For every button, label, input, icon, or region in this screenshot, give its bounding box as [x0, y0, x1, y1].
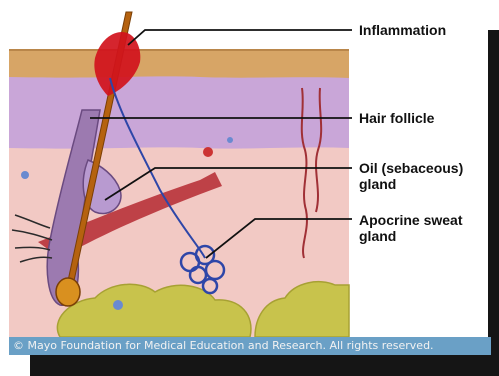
frame-bottom	[30, 355, 499, 376]
label-oil-gland-line1: Oil (sebaceous)	[359, 160, 463, 176]
label-apocrine-line2: gland	[359, 228, 462, 244]
dermis-upper	[9, 75, 349, 149]
label-apocrine-line1: Apocrine sweat	[359, 212, 462, 228]
leader-inflammation	[128, 30, 352, 45]
label-hair-follicle: Hair follicle	[359, 110, 434, 126]
copyright-text: © Mayo Foundation for Medical Education …	[9, 337, 491, 355]
frame-shadow	[488, 30, 499, 376]
label-oil-gland: Oil (sebaceous) gland	[359, 160, 463, 192]
label-oil-gland-line2: gland	[359, 176, 463, 192]
epidermis	[9, 50, 349, 78]
label-inflammation: Inflammation	[359, 22, 446, 38]
label-apocrine: Apocrine sweat gland	[359, 212, 462, 244]
hair-bulb	[56, 278, 80, 306]
